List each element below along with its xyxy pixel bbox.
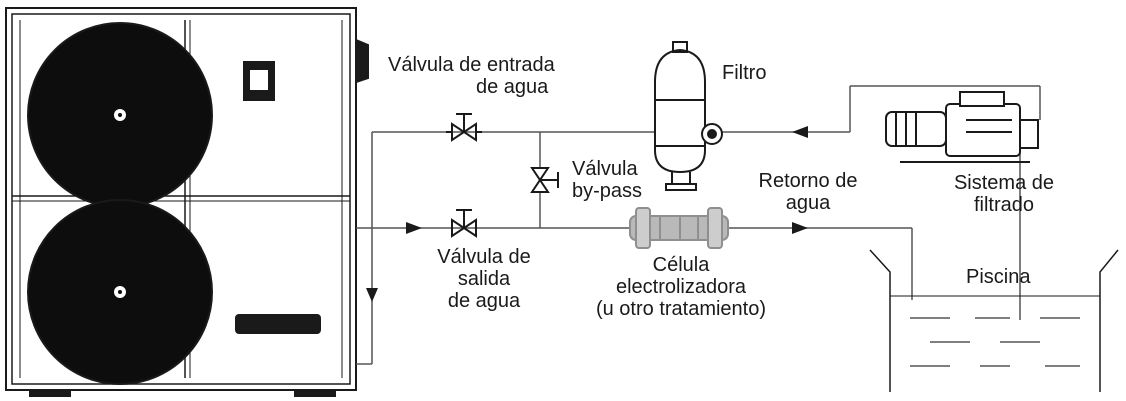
grille-slot xyxy=(235,314,321,334)
fan-icon xyxy=(27,199,213,385)
pipes xyxy=(356,85,1041,365)
bypass-valve-icon xyxy=(530,167,559,193)
flow-arrow-icon xyxy=(366,288,378,302)
pump-icon xyxy=(885,91,1039,163)
fan-icon xyxy=(27,22,213,208)
bypass-valve-label-line2: by-pass xyxy=(572,180,643,202)
inlet-valve-icon xyxy=(446,113,482,142)
flow-arrow-icon xyxy=(406,222,422,234)
electrolysis-cell-icon xyxy=(629,207,729,249)
electrolysis-cell-label-line1: Célula xyxy=(652,254,710,276)
return-label-line1: Retorno de xyxy=(758,170,858,192)
filtration-system-label: Sistema de filtrado xyxy=(934,172,1074,216)
pool-tank xyxy=(869,249,1119,392)
return-label: Retorno de agua xyxy=(742,170,874,214)
outlet-valve-label: Válvula de salida de agua xyxy=(414,246,554,312)
pool-label: Piscina xyxy=(966,266,1031,288)
inlet-valve-label-line2: de agua xyxy=(476,76,549,98)
outlet-valve-label-line2: salida xyxy=(457,268,511,290)
filter-tank-icon xyxy=(654,41,723,191)
flow-arrow-icon xyxy=(792,126,808,138)
outlet-valve-label-line1: Válvula de xyxy=(437,246,531,268)
inlet-valve-label-line1: Válvula de entrada xyxy=(388,54,555,76)
inlet-valve-label: Válvula de entrada de agua xyxy=(388,54,555,98)
electrolysis-cell-label-line2: electrolizadora xyxy=(615,276,747,298)
outlet-valve-label-line3: de agua xyxy=(447,290,521,312)
bypass-valve-label-line1: Válvula xyxy=(572,158,638,180)
filter-label: Filtro xyxy=(722,62,767,84)
return-label-line2: agua xyxy=(785,192,831,214)
filtration-system-label-line1: Sistema de xyxy=(953,172,1055,194)
control-display-icon xyxy=(243,61,275,101)
flow-arrow-icon xyxy=(792,222,808,234)
electrolysis-cell-label-line3: (u otro tratamiento) xyxy=(595,298,767,320)
outlet-valve-icon xyxy=(451,209,477,238)
bypass-valve-label: Válvula by-pass xyxy=(572,158,642,202)
electrolysis-cell-label: Célula electrolizadora (u otro tratamien… xyxy=(568,254,794,320)
filtration-system-label-line2: filtrado xyxy=(973,194,1035,216)
